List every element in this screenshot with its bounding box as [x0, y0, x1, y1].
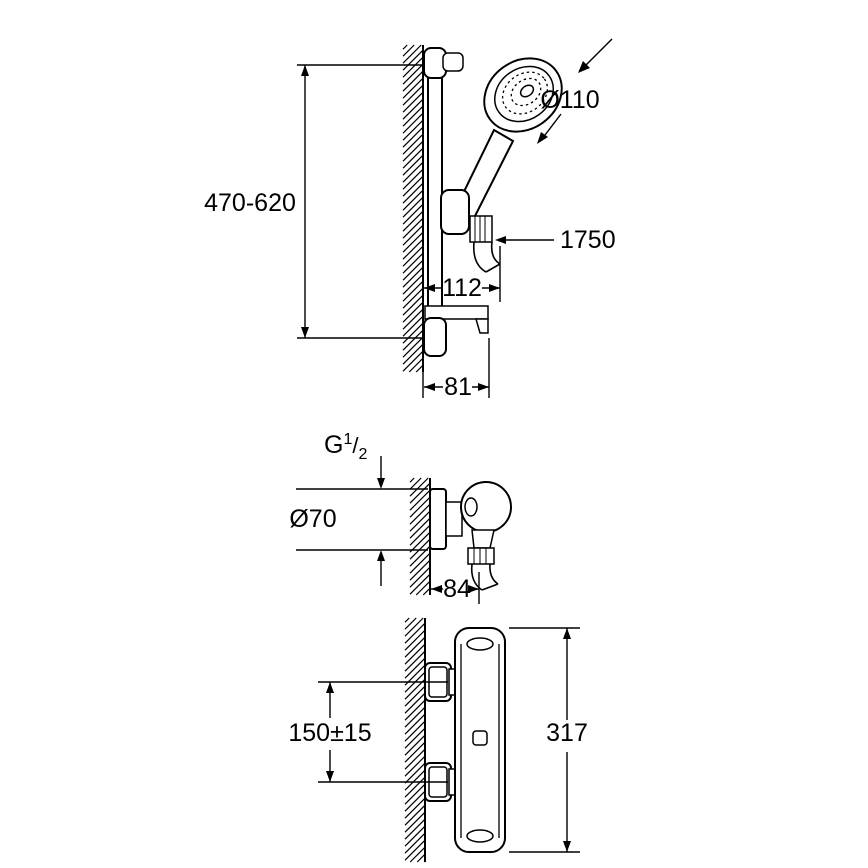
hose-length-label: 1750: [560, 226, 616, 254]
dimension-escutcheon-diameter: Ø70: [289, 488, 428, 551]
holder-offset-label: 112: [442, 274, 482, 302]
thermostat-body: [454, 627, 506, 853]
center-detail: [472, 730, 488, 746]
dimension-head-diameter: Ø110: [537, 38, 613, 144]
mixer-supply-pipe: [445, 501, 463, 537]
rail-height-label: 470-620: [204, 189, 296, 217]
rail-top-knob: [442, 52, 464, 72]
connection-spacing-label: 150±15: [288, 719, 371, 747]
spray-ring-inner: [510, 77, 542, 107]
dimension-connection-spacing: 150±15: [288, 681, 448, 783]
shower-mixer-view: G1/2 Ø70 84: [289, 431, 512, 604]
thread-size-label: G1/2: [324, 431, 367, 463]
hose-start: [470, 563, 483, 591]
head-diameter-label: Ø110: [540, 86, 599, 114]
body-width-label: 317: [546, 719, 588, 747]
shower-rail: [423, 47, 464, 310]
dimension-rail-height: 470-620: [204, 64, 423, 339]
mixer-outlet: [471, 529, 495, 549]
hose-nut: [467, 547, 495, 565]
hand-shower: [454, 57, 563, 222]
wall-hatch: [404, 617, 426, 863]
shower-rail-set-view: 470-620 Ø110 1750 112: [204, 38, 616, 401]
top-slot: [466, 637, 494, 651]
thermostat-view: 150±15 317: [288, 617, 588, 863]
dimension-thread-size: G1/2: [324, 431, 385, 586]
shower-head-center: [519, 84, 535, 98]
mixer-offset-label: 84: [443, 575, 471, 603]
mixer-escutcheon: [429, 488, 447, 550]
bottom-slot: [466, 829, 494, 843]
dimension-body-width: 317: [509, 627, 588, 853]
dimension-holder-offset: 112: [424, 246, 501, 302]
shower-hose: [469, 215, 501, 273]
wall-hatch: [409, 477, 431, 596]
bracket-offset-label: 81: [444, 373, 472, 401]
mixer-body: [429, 481, 512, 591]
rail-bottom-bracket: [423, 305, 489, 357]
escutcheon-diameter-label: Ø70: [289, 505, 336, 533]
dimension-bracket-offset: 81: [422, 338, 490, 401]
wall-hatch: [402, 44, 424, 373]
dimension-mixer-offset: 84: [431, 572, 480, 604]
dimension-hose-length: 1750: [495, 226, 616, 254]
shower-holder: [440, 189, 470, 235]
